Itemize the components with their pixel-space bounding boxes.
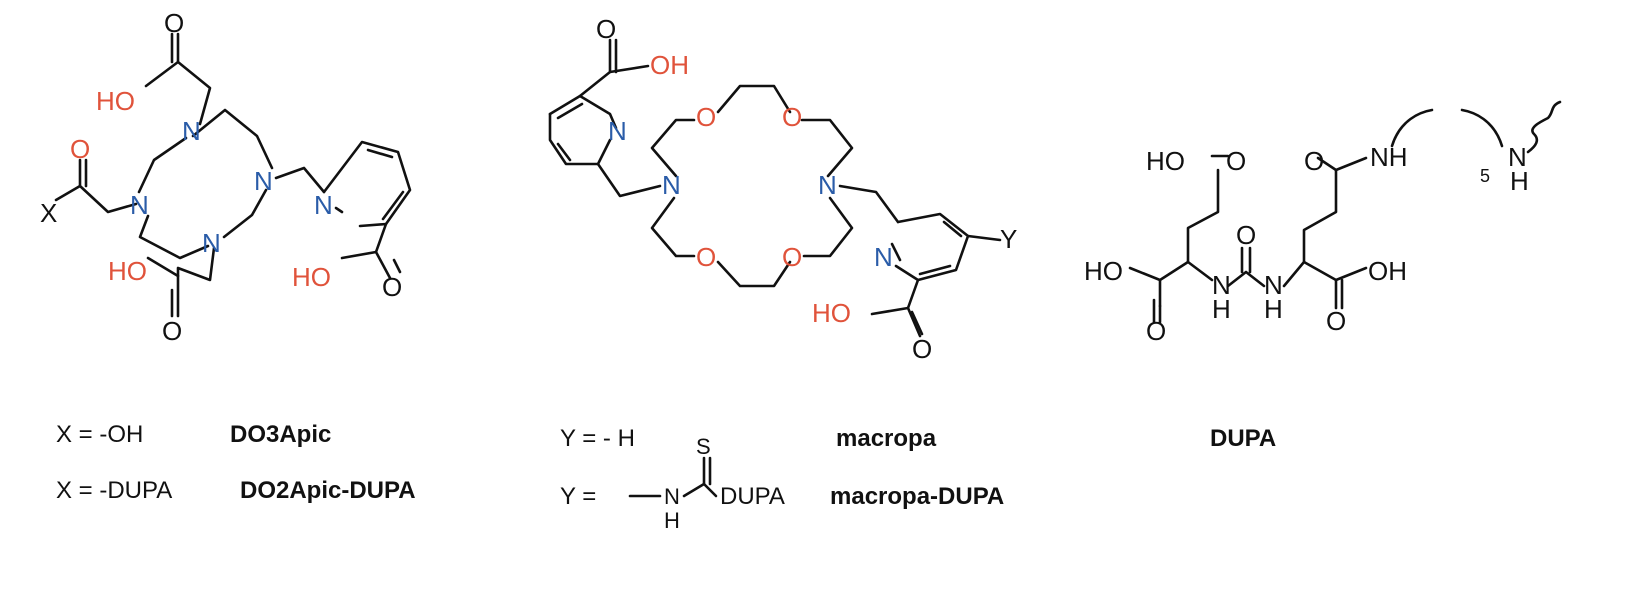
o-atom: O [382,272,402,302]
o-atom: O [164,8,184,38]
h-atom: H [664,508,680,533]
y-substituent: Y [1000,224,1017,254]
ho-group: HO [1146,146,1185,176]
macropa-dupa-y-definition: Y = [560,483,596,510]
n-atom: N [314,190,333,220]
macropa-name: macropa [836,425,937,452]
n-atom: N [1508,142,1527,172]
n-atom: N [254,166,273,196]
ho-group: HO [1084,256,1123,286]
macropa-dupa-dupa-text: DUPA [720,483,785,510]
o-atom: O [696,242,716,272]
o-atom: O [782,102,802,132]
n-atom: N [182,116,201,146]
o-atom: O [596,14,616,44]
ho-group: HO [812,298,851,328]
do3apic-x-definition: X = -OH [56,421,143,448]
dupa-name: DUPA [1210,425,1276,452]
o-atom: O [1326,306,1346,336]
o-atom: O [1304,146,1324,176]
do3apic-structure: N N N N N O HO O X HO O HO O [40,8,412,346]
n-atom: N [818,170,837,200]
o-atom: O [1146,316,1166,346]
macropa-structure: N N N N O O O O O OH Y HO O [548,14,1017,364]
n-atom: N [202,228,221,258]
h-atom: H [1264,294,1283,324]
do2apic-dupa-name: DO2Apic-DUPA [240,477,416,504]
h-atom: H [1510,166,1529,196]
oh-group: OH [650,50,689,80]
o-atom: O [782,242,802,272]
macropa-y-definition: Y = - H [560,425,635,452]
s-atom: S [696,434,711,459]
n-atom: N [1212,270,1231,300]
macropa-dupa-name: macropa-DUPA [830,483,1004,510]
ho-group: HO [292,262,331,292]
o-atom: O [1226,146,1246,176]
legend: X = -OH DO3Apic X = -DUPA DO2Apic-DUPA Y… [56,421,1276,533]
o-atom: O [696,102,716,132]
nh-group: NH [1370,142,1408,172]
do3apic-name: DO3Apic [230,421,331,448]
subscript-five: 5 [1480,166,1490,186]
do2apic-x-definition: X = -DUPA [56,477,172,504]
ho-group: HO [96,86,135,116]
o-atom: O [70,134,90,164]
x-substituent: X [40,198,57,228]
n-atom: N [662,170,681,200]
o-atom: O [162,316,182,346]
ho-group: HO [108,256,147,286]
h-atom: H [1212,294,1231,324]
n-atom: N [1264,270,1283,300]
n-atom: N [664,484,680,509]
n-atom: N [874,242,893,272]
n-atom: N [608,116,627,146]
dupa-structure: HO O O NH 5 N H O HO N H N H OH O O [1084,100,1562,346]
n-atom: N [130,190,149,220]
o-atom: O [912,334,932,364]
o-atom: O [1236,220,1256,250]
oh-group: OH [1368,256,1407,286]
